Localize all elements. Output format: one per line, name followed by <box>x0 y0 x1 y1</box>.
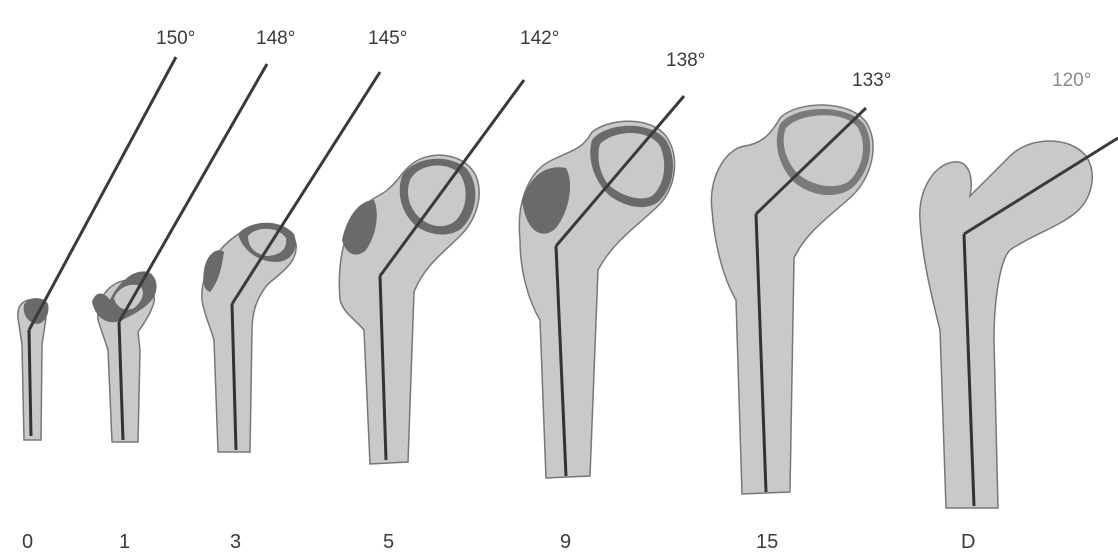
femur-stage-9: 138° 9 <box>519 50 705 553</box>
age-label-3: 3 <box>230 531 241 553</box>
age-label-adult: D <box>961 531 975 553</box>
age-label-0: 0 <box>22 531 33 553</box>
age-label-9: 9 <box>560 531 571 553</box>
angle-label-0: 150° <box>156 28 195 49</box>
angle-label-3: 145° <box>368 28 407 49</box>
angle-label-9: 138° <box>666 50 705 71</box>
angle-label-adult: 120° <box>1052 70 1091 91</box>
age-label-15: 15 <box>756 531 778 553</box>
femur-stage-15: 133° 15 <box>711 70 891 553</box>
age-label-1: 1 <box>119 531 130 553</box>
femur-stage-1: 148° 1 <box>92 28 295 553</box>
angle-label-5: 142° <box>520 28 559 49</box>
femur-stage-5: 142° 5 <box>339 28 559 553</box>
angle-label-1: 148° <box>256 28 295 49</box>
age-label-5: 5 <box>383 531 394 553</box>
femur-stage-adult: 120° D <box>920 70 1118 553</box>
angle-label-15: 133° <box>852 70 891 91</box>
femur-shaft-adult <box>920 141 1092 508</box>
shaft-axis-0 <box>29 330 31 436</box>
